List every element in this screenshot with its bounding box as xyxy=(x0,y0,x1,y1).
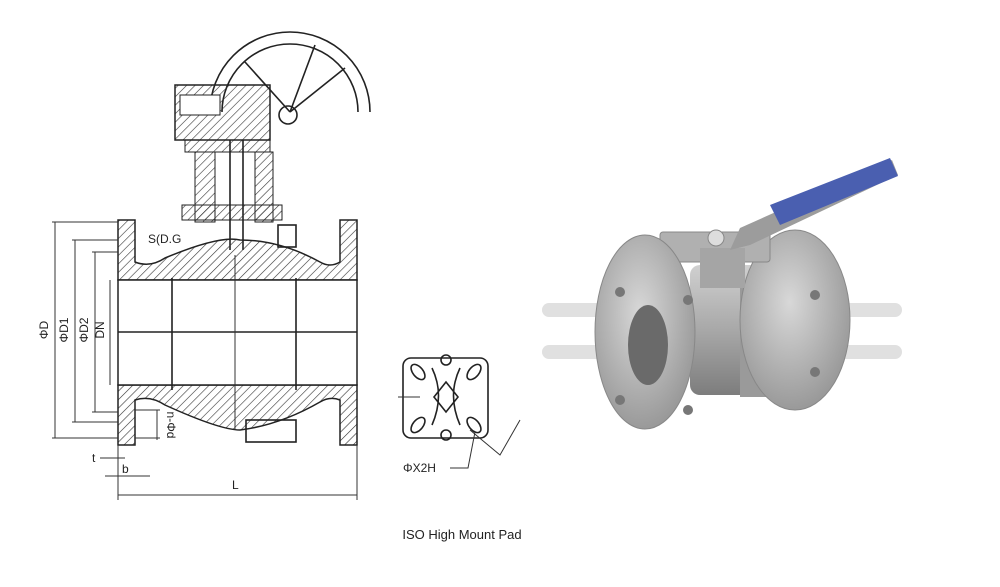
label-bolt-holes: n-Φd xyxy=(164,412,178,439)
label-od: ΦD xyxy=(37,321,51,340)
label-pad-hole: ΦX2H xyxy=(403,461,436,475)
valve-body-section xyxy=(117,219,358,446)
drawing-caption: ISO High Mount Pad xyxy=(402,527,522,542)
label-length: L xyxy=(232,478,239,492)
label-t: t xyxy=(92,451,96,465)
iso-mount-pad-drawing: ΦX2H xyxy=(398,354,521,475)
handwheel xyxy=(174,31,371,141)
svg-text:S(D.G: S(D.G xyxy=(148,232,181,246)
label-od2: ΦD2 xyxy=(77,317,91,342)
label-dn: DN xyxy=(93,321,107,338)
ball-valve-photo xyxy=(542,158,902,430)
label-od1: ΦD1 xyxy=(57,317,71,342)
lever-handle xyxy=(770,158,898,225)
stem-bonnet: S(D.G xyxy=(148,139,297,250)
label-b: b xyxy=(122,462,129,476)
dimension-lines: ΦD ΦD1 ΦD2 DN n-Φd t b L xyxy=(37,221,358,500)
